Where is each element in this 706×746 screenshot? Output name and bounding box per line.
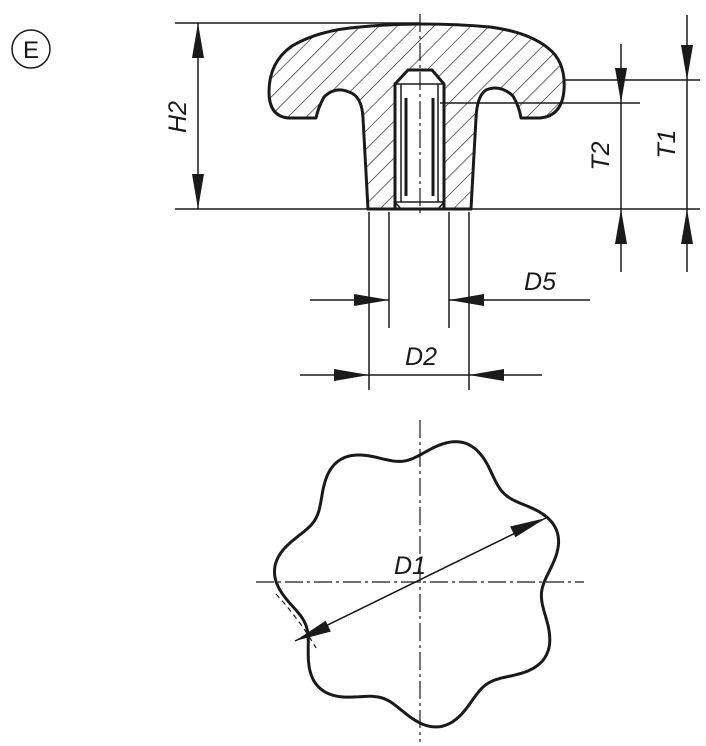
d2-arrow-left	[334, 369, 369, 381]
d5-label: D5	[524, 268, 556, 296]
t1-arrow-bottom	[681, 209, 693, 244]
d2-arrow-right	[469, 369, 504, 381]
t1-label: T1	[653, 129, 681, 158]
h2-arrow-bottom	[192, 174, 204, 209]
insert-bottom-chamfer	[394, 201, 445, 210]
d1-arrow-lower	[295, 620, 331, 641]
view-marker-label: E	[23, 37, 39, 64]
d1-dimension-line	[294, 517, 547, 642]
t2-arrow-top	[615, 68, 627, 103]
view-marker-circle	[11, 29, 51, 69]
star-knob-outline	[273, 440, 561, 729]
t2-label: T2	[587, 141, 615, 170]
t2-arrow-bottom	[615, 209, 627, 244]
d1-label: D1	[394, 552, 426, 580]
dimension-lines: H2 T1 T2 D5 D2	[164, 15, 700, 390]
knob-section-view	[267, 14, 566, 216]
view-marker: E	[11, 29, 51, 69]
d1-arrow-upper	[510, 518, 546, 538]
knob-top-view: D1	[256, 420, 584, 742]
d5-arrow-left	[354, 294, 389, 306]
t1-arrow-top	[681, 45, 693, 80]
d2-label: D2	[405, 343, 437, 371]
h2-arrow-top	[192, 23, 204, 58]
h2-label: H2	[164, 101, 192, 133]
d5-arrow-right	[449, 294, 484, 306]
